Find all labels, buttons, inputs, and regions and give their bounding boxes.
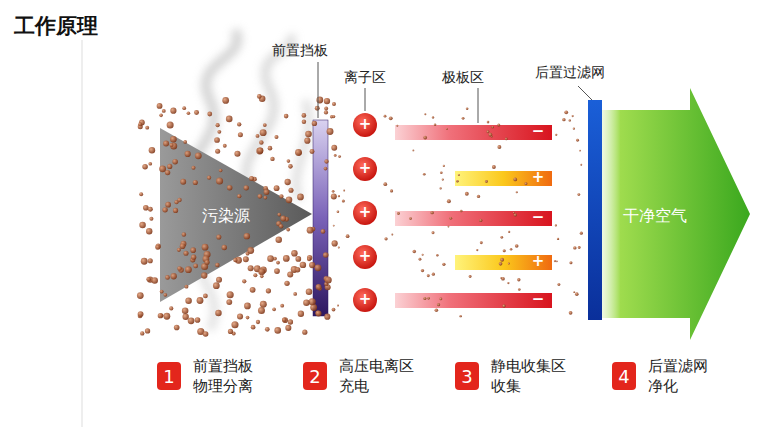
step-number: 2高压电离区 充电 — [303, 362, 327, 390]
arrow-text: 干净空气 — [623, 206, 687, 227]
callout-number: 3 — [461, 366, 472, 387]
step-number: 3静电收集区 收集 — [455, 362, 479, 390]
part-label: 极板区 — [442, 69, 484, 87]
pollution-arrow — [160, 128, 312, 302]
callout-number: 4 — [618, 366, 629, 387]
callout-number: 2 — [309, 366, 320, 387]
particles — [137, 94, 583, 337]
polarity-sign: − — [532, 124, 545, 139]
polarity-sign: − — [532, 210, 545, 225]
arrow-text: 污染源 — [202, 206, 250, 227]
source-arrow: 污染源 — [196, 202, 256, 231]
polarity-sign: + — [359, 249, 372, 264]
step-description: 前置挡板 物理分离 — [193, 357, 268, 396]
step-number: 1前置挡板 物理分离 — [157, 362, 181, 390]
callout-number: 1 — [163, 366, 174, 387]
step-description: 高压电离区 充电 — [339, 357, 414, 396]
page-rule — [82, 40, 83, 427]
polarity-sign: + — [532, 170, 545, 185]
clean-air-arrow — [592, 88, 750, 340]
step-description: 静电收集区 收集 — [491, 357, 566, 396]
part-label: 后置过滤网 — [535, 64, 605, 82]
diagram-title: 工作原理 — [14, 12, 98, 40]
polarity-sign: + — [359, 117, 372, 132]
polarity-sign: + — [359, 292, 372, 307]
ion-circles — [353, 113, 377, 312]
step-description: 后置滤网 净化 — [648, 357, 723, 396]
part-label: 离子区 — [344, 69, 386, 87]
part-label: 前置挡板 — [272, 42, 328, 60]
rear-filter — [588, 100, 602, 320]
polarity-sign: − — [532, 292, 545, 307]
polarity-sign: + — [359, 161, 372, 176]
polarity-sign: + — [532, 254, 545, 269]
collector-plates — [395, 125, 552, 308]
clean-air-arrow: 干净空气 — [617, 202, 693, 231]
step-number: 4后置滤网 净化 — [612, 362, 636, 390]
polarity-sign: + — [359, 205, 372, 220]
